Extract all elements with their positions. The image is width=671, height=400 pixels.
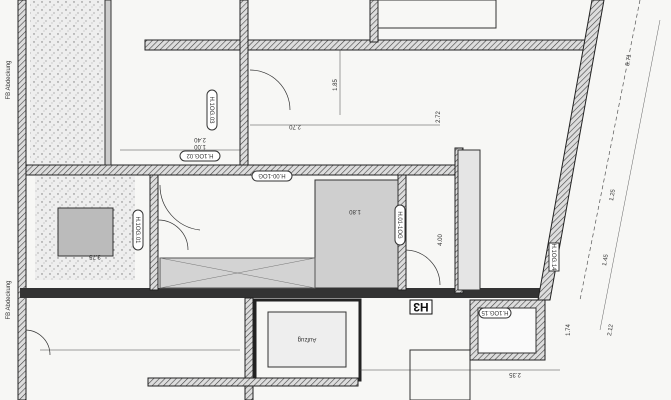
room-left-wall [149, 174, 159, 291]
room-tag: H.1OG.15 [481, 309, 509, 315]
lift-cabin [267, 311, 347, 368]
dimension-label: 2.70 [289, 123, 301, 129]
dimension-line-diagonal [579, 0, 641, 301]
diagonal-facade-wall [537, 0, 605, 301]
dimension-label: 1.80 [349, 208, 361, 214]
door-swing [405, 249, 441, 286]
dimension-label: 2.12 [607, 323, 615, 336]
room-tag: H.01-1OG [396, 211, 402, 239]
dimension-label: 2.35 [509, 371, 521, 377]
lift-label: Aufzug [298, 336, 317, 342]
room-tag: H.1OG.01 [134, 216, 140, 244]
dimension-label: 2.72 [436, 111, 442, 123]
dimension-label: 1.00 [194, 143, 206, 149]
dimension-label: 3.75 [89, 253, 101, 259]
side-label: FB Abdeckung [6, 60, 12, 99]
room-tag: H.1OG.14 [550, 243, 556, 271]
left-wall [17, 0, 27, 400]
dimension-label: 2.40 [194, 136, 206, 142]
gravel-terrace-top [30, 0, 105, 165]
room-tag: H.1OG.03 [208, 96, 214, 124]
lower-room-wall [147, 377, 359, 387]
upper-room-wall [369, 0, 379, 43]
lower-left-wall [244, 297, 254, 400]
door-swing [157, 219, 189, 251]
stair-block [409, 349, 471, 400]
main-horizontal-wall [20, 288, 545, 298]
window-wall-left [104, 0, 112, 166]
upper-room-box [377, 0, 497, 29]
door-swing [25, 329, 51, 356]
dimension-label: 4.00 [438, 234, 444, 246]
unit-label: H3 [413, 300, 429, 314]
vertical-wall-terrace [239, 0, 249, 171]
room-tag: H.1OG.02 [186, 152, 214, 158]
door-swing [159, 184, 201, 231]
dimension-label: 8.71 [625, 53, 633, 66]
dimension-label: 1.45 [602, 253, 610, 266]
room-tag: H.00-1OG [258, 172, 286, 178]
mid-wall [25, 164, 461, 176]
storage-cross [159, 257, 316, 289]
bathroom [314, 179, 399, 289]
dimension-label: 1.25 [609, 188, 617, 201]
door-swing [249, 69, 291, 111]
dimension-label: 1.85 [333, 79, 339, 91]
dimension-label: 1.74 [566, 324, 572, 336]
dimension-line-diagonal-2 [599, 19, 661, 331]
top-wall [144, 39, 591, 51]
side-label-lower: FB Abdeckung [6, 280, 12, 319]
planter-box [57, 207, 114, 257]
kitchen-counter [457, 149, 481, 291]
